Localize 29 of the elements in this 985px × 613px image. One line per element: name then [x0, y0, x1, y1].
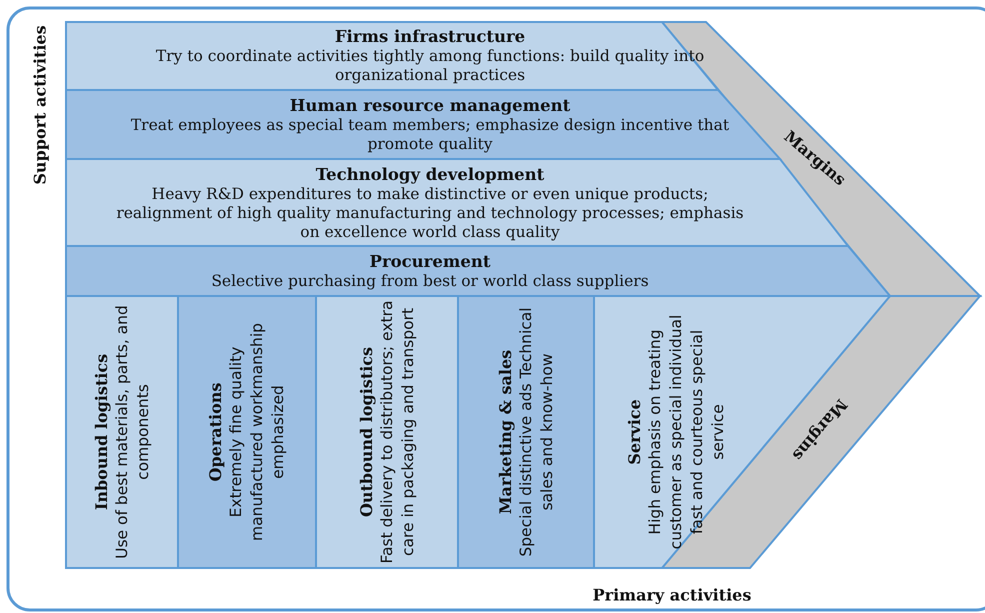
activity-description: Heavy R&D expenditures to make distinctive or even unique products; realignment of high quality manufacturing and technology processes; emphasis on excellence world class quality — [115, 184, 745, 242]
activity-description: Special distinctive ads Technical sales and know-how — [516, 306, 556, 559]
activity-heading: Service — [624, 399, 644, 465]
activity-description: High emphasis on treating customer as special individual fast and courteous special service — [644, 314, 728, 552]
primary-activity-column — [594, 296, 890, 568]
activity-heading: Operations — [205, 382, 226, 482]
activity-heading: Marketing & sales — [494, 350, 516, 514]
activity-description: Treat employees as special team members; emphasize design incentive that promote quality — [130, 116, 730, 154]
activity-description: Extremely fine quality manufactured workmanship emphasized — [226, 322, 288, 543]
support-activity-band — [66, 22, 718, 90]
activity-heading: Inbound logistics — [90, 354, 112, 510]
activity-description: Selective purchasing from best or world class suppliers — [211, 272, 649, 290]
primary-activity-column — [458, 296, 594, 568]
margin-band — [662, 296, 980, 568]
activity-heading: Firms infrastructure — [334, 27, 526, 47]
primary-activity-column — [178, 296, 316, 568]
activity-description: Use of best materials, parts, and components — [112, 304, 152, 561]
activity-heading: Procurement — [370, 252, 490, 272]
section-label: Primary activities — [592, 586, 752, 604]
primary-activity-column — [316, 296, 458, 568]
activity-heading: Technology development — [316, 164, 544, 184]
activity-description: Try to coordinate activities tightly among functions: build quality into organizational practices — [154, 47, 706, 85]
activity-description: Fast delivery to distributors; extra care in packaging and transport — [376, 300, 418, 564]
support-activity-band — [66, 90, 780, 159]
activity-heading: Outbound logistics — [356, 346, 376, 518]
support-activity-band — [66, 246, 890, 296]
primary-activity-column — [66, 296, 178, 568]
activity-heading: Human resource management — [290, 96, 570, 116]
section-label: Support activities — [30, 25, 50, 185]
